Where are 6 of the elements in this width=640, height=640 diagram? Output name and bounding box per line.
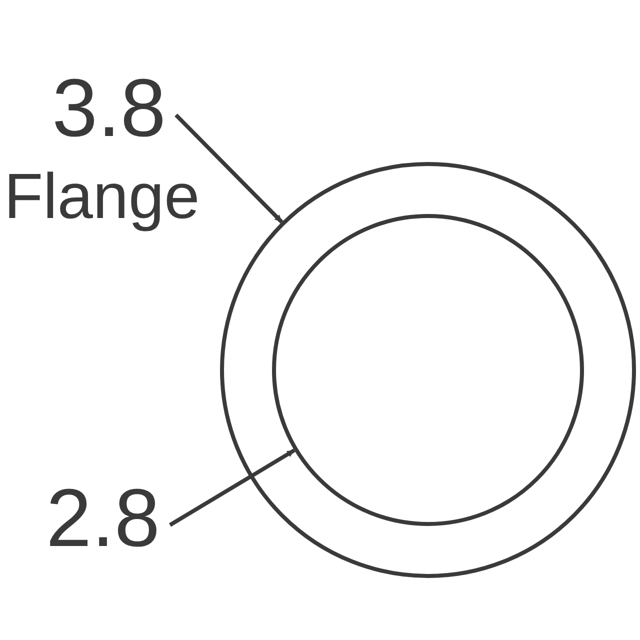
inner-circle — [272, 214, 584, 526]
leader-line — [174, 114, 284, 224]
dimension-value: 3.8 — [52, 68, 166, 150]
dimension-value: 2.8 — [46, 478, 160, 560]
leader-line — [168, 448, 296, 527]
outer-circle — [220, 162, 636, 578]
